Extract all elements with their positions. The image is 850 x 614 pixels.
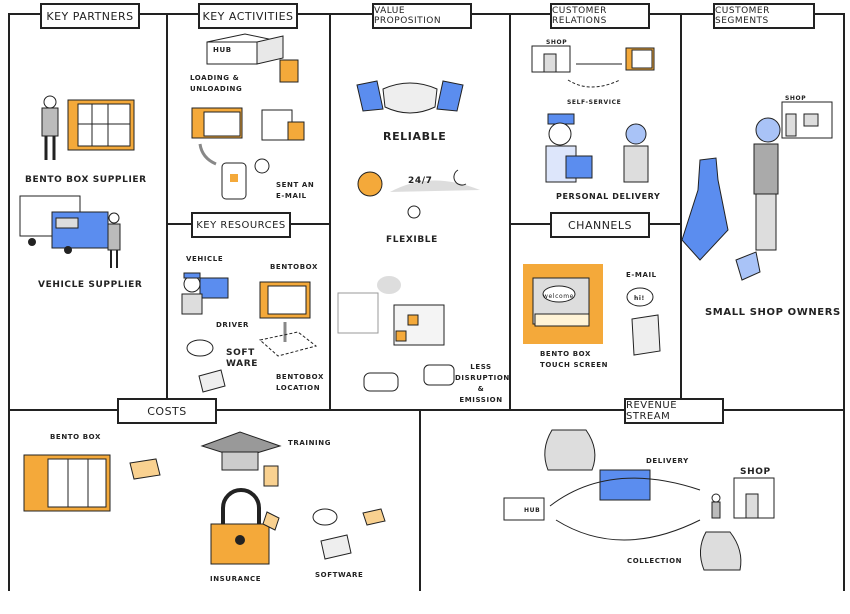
title-key-partners: Key Partners xyxy=(40,3,140,29)
label-shop-segments: Shop xyxy=(785,95,807,102)
label-collection: Collection xyxy=(627,557,683,565)
label-costs-bentobox: Bento Box xyxy=(50,433,101,441)
label-reliable: Reliable xyxy=(383,130,447,143)
training-cap-icon xyxy=(200,431,282,487)
title-costs: Costs xyxy=(117,398,217,424)
label-insurance: Insurance xyxy=(210,575,262,583)
software-cost-illustration xyxy=(312,508,386,560)
personal-delivery-illustration xyxy=(545,113,649,183)
vehicle-supplier-illustration xyxy=(19,195,121,268)
label-software: Soft ware xyxy=(226,348,258,369)
bentobox-supplier-illustration xyxy=(41,95,135,160)
label-revenue-shop: Shop xyxy=(740,467,771,477)
title-key-activities: Key Activities xyxy=(198,3,298,29)
label-driver: Driver xyxy=(216,321,249,329)
border-left xyxy=(8,13,10,591)
label-hi: hi! xyxy=(634,295,645,302)
label-flexible: Flexible xyxy=(386,235,438,245)
sun-moon-icon xyxy=(357,169,480,219)
loading-illustration xyxy=(191,59,305,200)
revenue-cycle-illustration xyxy=(503,429,775,571)
label-24-7: 24/7 xyxy=(408,176,433,186)
insurance-lock-icon xyxy=(210,488,280,565)
label-software-cost: Software xyxy=(315,571,364,579)
label-training: Training xyxy=(288,439,332,447)
label-vehicle: Vehicle xyxy=(186,255,224,263)
label-bentobox-supplier: Bento Box Supplier xyxy=(25,175,147,185)
touch-screen-illustration xyxy=(523,264,603,344)
label-self-service: Self-Service xyxy=(567,99,622,106)
label-channels-email: E-mail xyxy=(626,271,657,279)
label-welcome: welcome xyxy=(543,293,574,300)
label-less-disruption: Less Disruption & Emission xyxy=(455,363,510,404)
bentobox-location-illustration xyxy=(258,281,318,357)
divider-v1 xyxy=(166,13,168,410)
divider-v2 xyxy=(329,13,331,410)
city-delivery-illustration xyxy=(337,276,455,392)
label-personal-delivery: Personal Delivery xyxy=(556,192,661,201)
title-channels: Channels xyxy=(550,212,650,238)
label-revenue-hub: Hub xyxy=(524,507,541,514)
label-bentobox: Bentobox xyxy=(270,263,318,271)
title-customer-segments: Customer Segments xyxy=(713,3,815,29)
bentobox-cost-illustration xyxy=(23,454,161,512)
label-shop-relations: Shop xyxy=(546,39,568,46)
self-service-illustration xyxy=(531,45,655,88)
label-small-shop-owners: Small Shop Owners xyxy=(705,307,841,318)
phone-icon xyxy=(626,287,661,356)
title-revenue-stream: Revenue Stream xyxy=(624,398,724,424)
divider-h-main xyxy=(8,409,845,411)
label-hub: Hub xyxy=(213,46,232,54)
title-value-proposition: Value Proposition xyxy=(372,3,472,29)
label-vehicle-supplier: Vehicle Supplier xyxy=(38,280,143,290)
border-right xyxy=(843,13,845,591)
title-key-resources: Key Resources xyxy=(191,212,291,238)
software-illustration xyxy=(186,339,226,393)
divider-v4 xyxy=(680,13,682,410)
shop-owner-illustration xyxy=(681,101,833,281)
label-sent-email: Sent an E-mail xyxy=(276,181,315,200)
label-bentobox-touch-screen: Bento Box Touch Screen xyxy=(540,350,609,369)
title-customer-relations: Customer Relations xyxy=(550,3,650,29)
divider-v-bottom xyxy=(419,409,421,591)
hub-illustration xyxy=(206,33,284,65)
divider-v3 xyxy=(509,13,511,410)
label-bentobox-location: Bentobox Location xyxy=(276,373,324,392)
driver-vehicle-illustration xyxy=(181,272,229,315)
handshake-icon xyxy=(356,80,464,114)
label-loading-unloading: Loading & Unloading xyxy=(190,74,243,93)
label-delivery: Delivery xyxy=(646,457,689,465)
